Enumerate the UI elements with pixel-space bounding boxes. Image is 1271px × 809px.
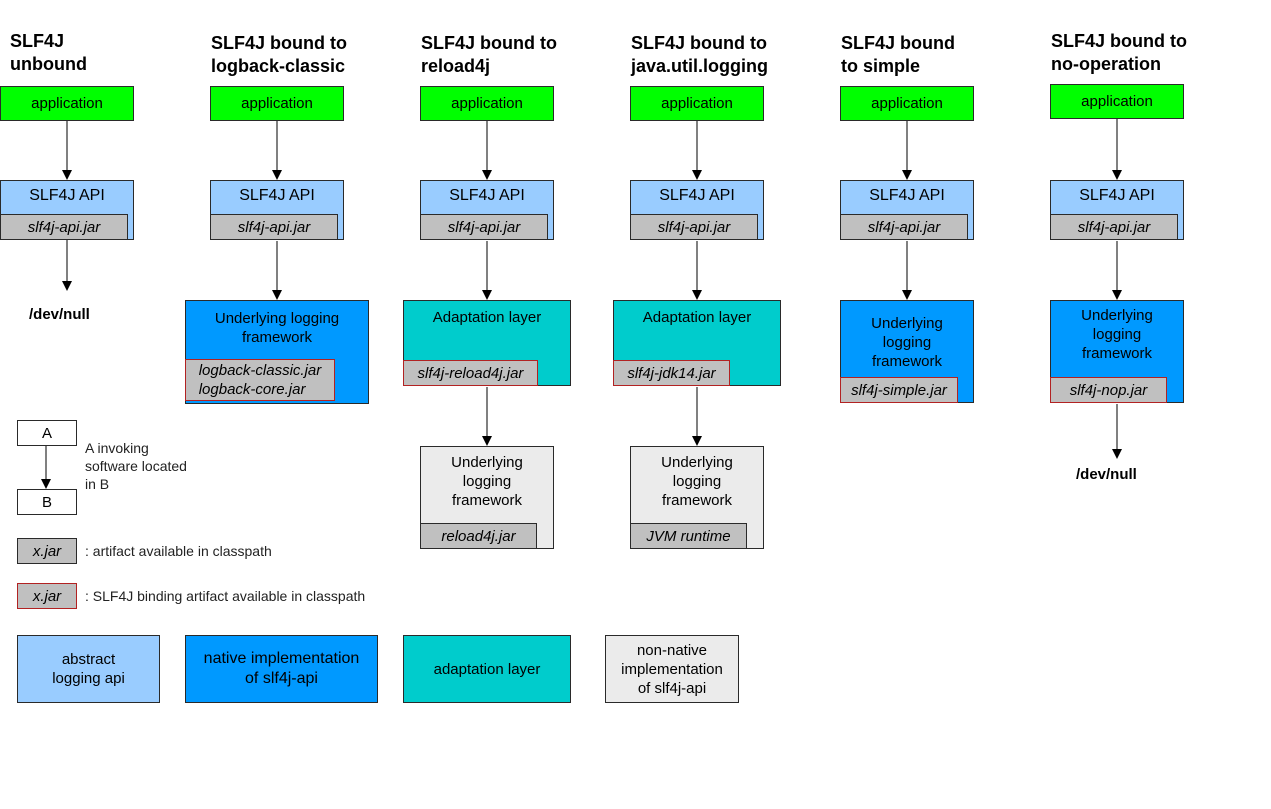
legend-jar-text: : artifact available in classpath <box>85 543 272 559</box>
application-box: application <box>0 86 134 121</box>
jvm-runtime-jar: JVM runtime <box>630 523 747 549</box>
slf4j-api-label: SLF4J API <box>869 187 945 204</box>
simple-binding-jar: slf4j-simple.jar <box>840 377 958 403</box>
title-nop: SLF4J bound to no-operation <box>1051 31 1187 74</box>
title-simple: SLF4J bound to simple <box>841 33 955 76</box>
slf4j-api-jar: slf4j-api.jar <box>840 214 968 240</box>
adaptation-label: Adaptation layer <box>432 309 542 326</box>
framework-label: Underlying logging framework <box>871 315 943 370</box>
framework-label: Underlying logging framework <box>451 454 523 509</box>
legend-native-implementation: native implementation of slf4j-api <box>185 635 378 703</box>
dev-null-label: /dev/null <box>1076 466 1137 483</box>
reload4j-binding-jar: slf4j-reload4j.jar <box>403 360 538 386</box>
slf4j-api-label: SLF4J API <box>659 187 735 204</box>
legend-box-b: B <box>17 489 77 515</box>
slf4j-api-jar: slf4j-api.jar <box>630 214 758 240</box>
legend-non-native-implementation: non-native implementation of slf4j-api <box>605 635 739 703</box>
legend-invoke-text: A invoking software located in B <box>85 440 187 492</box>
application-box: application <box>630 86 764 121</box>
logback-binding-jar: logback-classic.jar logback-core.jar <box>185 359 335 401</box>
title-logback: SLF4J bound to logback-classic <box>211 33 347 76</box>
slf4j-api-label: SLF4J API <box>239 187 315 204</box>
nop-binding-jar: slf4j-nop.jar <box>1050 377 1167 403</box>
application-box: application <box>1050 84 1184 119</box>
legend-adaptation-layer: adaptation layer <box>403 635 571 703</box>
slf4j-api-label: SLF4J API <box>29 187 105 204</box>
legend-box-a: A <box>17 420 77 446</box>
slf4j-api-jar: slf4j-api.jar <box>0 214 128 240</box>
dev-null-label: /dev/null <box>29 306 90 323</box>
title-unbound: SLF4J unbound <box>10 31 87 74</box>
application-box: application <box>210 86 344 121</box>
application-box: application <box>840 86 974 121</box>
slf4j-api-label: SLF4J API <box>1079 187 1155 204</box>
slf4j-api-jar: slf4j-api.jar <box>210 214 338 240</box>
slf4j-api-label: SLF4J API <box>449 187 525 204</box>
framework-label: Underlying logging framework <box>214 310 340 346</box>
adaptation-label: Adaptation layer <box>642 309 752 326</box>
legend-binding-jar-text: : SLF4J binding artifact available in cl… <box>85 588 366 604</box>
framework-label: Underlying logging framework <box>661 454 733 509</box>
title-reload4j: SLF4J bound to reload4j <box>421 33 557 76</box>
framework-label: Underlying logging framework <box>1081 307 1153 362</box>
title-jul: SLF4J bound to java.util.logging <box>631 33 769 76</box>
legend-binding-jar: x.jar <box>17 583 77 609</box>
jdk14-binding-jar: slf4j-jdk14.jar <box>613 360 730 386</box>
legend-jar: x.jar <box>17 538 77 564</box>
legend-abstract-api: abstract logging api <box>17 635 160 703</box>
slf4j-api-jar: slf4j-api.jar <box>420 214 548 240</box>
slf4j-api-jar: slf4j-api.jar <box>1050 214 1178 240</box>
reload4j-jar: reload4j.jar <box>420 523 537 549</box>
application-box: application <box>420 86 554 121</box>
